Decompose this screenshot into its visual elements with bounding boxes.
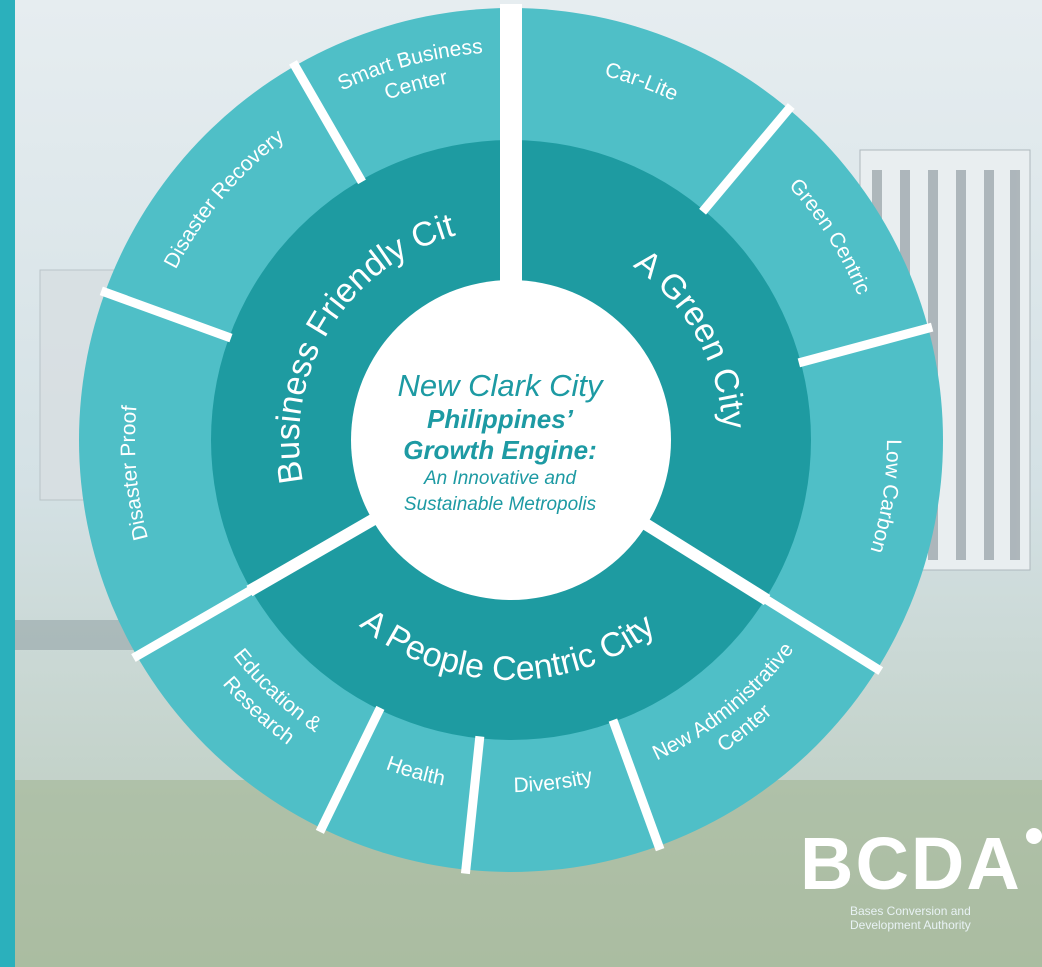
outer-divider — [797, 322, 934, 368]
center-line-city: New Clark City — [397, 368, 603, 403]
bcda-logo-mark: BCDA — [800, 824, 1042, 904]
center-line-growth-engine: Growth Engine: — [403, 435, 597, 465]
pillar-divider — [246, 507, 388, 597]
center-line-innovative: An Innovative and — [423, 468, 577, 489]
pillar-divider — [631, 512, 771, 606]
outer-divider — [131, 585, 256, 662]
bcda-logo-subtitle-1: Bases Conversion and — [850, 904, 971, 918]
outer-divider — [99, 286, 233, 343]
outer-divider — [699, 103, 795, 215]
outer-divider — [315, 705, 385, 834]
bcda-logo: BCDA Bases Conversion and Development Au… — [800, 824, 1042, 958]
outer-divider — [460, 735, 485, 875]
center-disc — [351, 280, 671, 600]
outer-divider — [761, 594, 884, 675]
left-accent-stripe — [0, 0, 15, 967]
bcda-logo-subtitle-2: Development Authority — [850, 918, 971, 932]
outer-divider — [608, 718, 665, 852]
center-line-philippines: Philippines’ — [427, 404, 573, 434]
outer-divider — [289, 60, 366, 185]
center-line-sustainable: Sustainable Metropolis — [403, 494, 597, 515]
logo-dot-icon — [1025, 828, 1042, 844]
center-title: New Clark City Philippines’ Growth Engin… — [348, 348, 652, 538]
